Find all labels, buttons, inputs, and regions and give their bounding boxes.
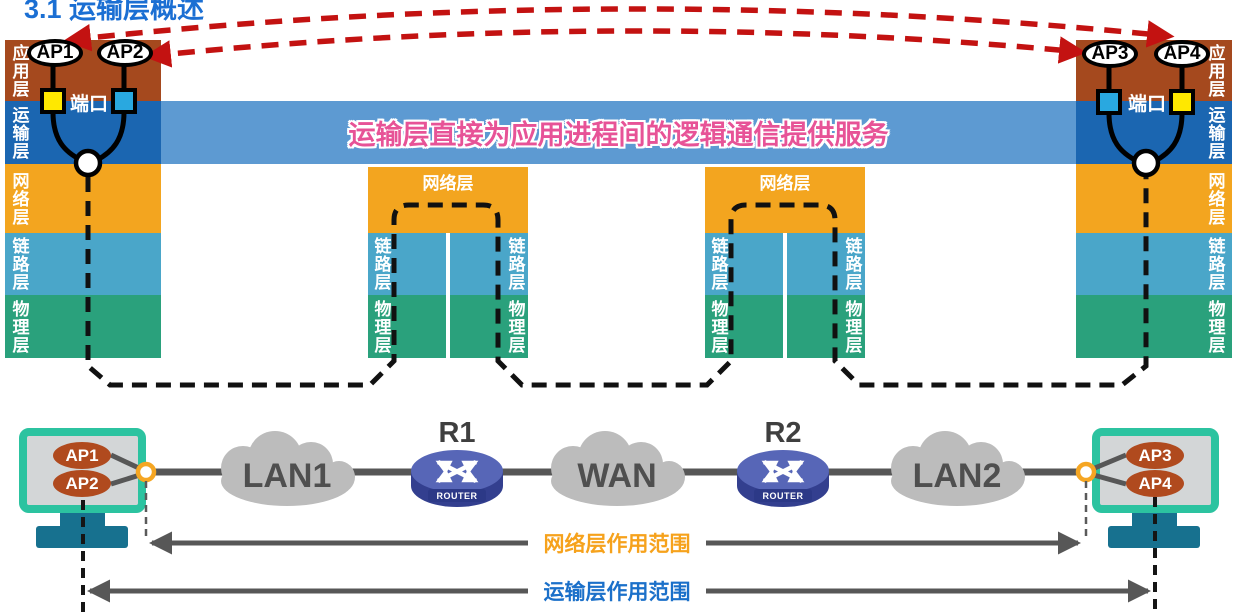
router1-network-label: 网络层: [422, 173, 474, 193]
right-computer-stand-neck: [1132, 513, 1177, 526]
transport-banner-text: 运输层直接为应用进程间的逻辑通信提供服务: [348, 120, 889, 150]
left-network-label: 网络层: [9, 171, 29, 226]
left-transport-label: 运输层: [9, 105, 29, 160]
right-host-port-yellow: [1169, 89, 1195, 115]
router2-link-label-right: 链路层: [842, 237, 862, 291]
router1-name-band: ROUTER: [436, 490, 478, 501]
router2-network-label: 网络层: [759, 173, 811, 193]
router2-physical-label-right: 物理层: [842, 299, 862, 354]
router1-label: R1: [438, 416, 476, 449]
left-computer-ap1: AP1: [53, 442, 111, 469]
left-computer-stand-base: [36, 526, 128, 548]
right-network-label: 网络层: [1205, 171, 1225, 226]
router1-physical-label-left: 物理层: [371, 299, 391, 354]
left-host-ap1-ellipse: AP1: [27, 39, 83, 67]
network-range-label: 网络层作用范围: [543, 533, 691, 556]
left-computer-stand-neck: [60, 513, 105, 526]
router1-link-label-right: 链路层: [505, 237, 525, 291]
left-host-ap2-ellipse: AP2: [97, 39, 153, 67]
left-host-port-yellow: [40, 88, 66, 114]
transport-banner-band: [161, 101, 1076, 164]
right-host-port-blue: [1096, 89, 1122, 115]
logical-communication-arrows: [63, 6, 1175, 68]
right-computer-ap4: AP4: [1126, 470, 1184, 497]
router2-label: R2: [764, 416, 802, 449]
router1-link-label-left: 链路层: [371, 237, 391, 291]
lan1-label: LAN1: [242, 456, 332, 495]
left-physical-label: 物理层: [9, 299, 29, 354]
right-application-label: 应用层: [1205, 43, 1225, 98]
router1-stack-divider: [446, 233, 450, 358]
right-link-label: 链路层: [1205, 237, 1225, 291]
router2-link-label-left: 链路层: [708, 237, 728, 291]
right-computer-stand-base: [1108, 526, 1200, 548]
lan2-label: LAN2: [912, 456, 1002, 495]
transport-range-label: 运输层作用范围: [543, 581, 691, 604]
host-path-dashed: [85, 177, 1149, 388]
router2-physical-label-left: 物理层: [708, 299, 728, 354]
left-application-label: 应用层: [9, 43, 29, 98]
right-physical-label: 物理层: [1205, 299, 1225, 354]
wan-label: WAN: [577, 456, 657, 495]
left-host-port-label: 端口: [69, 93, 108, 115]
router2-name-band: ROUTER: [762, 490, 804, 501]
left-host-port-blue: [111, 88, 137, 114]
right-host-ap3-ellipse: AP3: [1082, 40, 1138, 68]
right-host-port-label: 端口: [1127, 93, 1166, 115]
right-computer-ap3: AP3: [1126, 442, 1184, 469]
left-computer-ap2: AP2: [53, 470, 111, 497]
right-host-ap4-ellipse: AP4: [1154, 40, 1210, 68]
router1-physical-label-right: 物理层: [505, 299, 525, 354]
left-link-label: 链路层: [9, 237, 29, 291]
page-title: 3.1 运输层概述: [24, 0, 205, 24]
router2-stack-divider: [783, 233, 787, 358]
right-transport-label: 运输层: [1205, 105, 1225, 160]
